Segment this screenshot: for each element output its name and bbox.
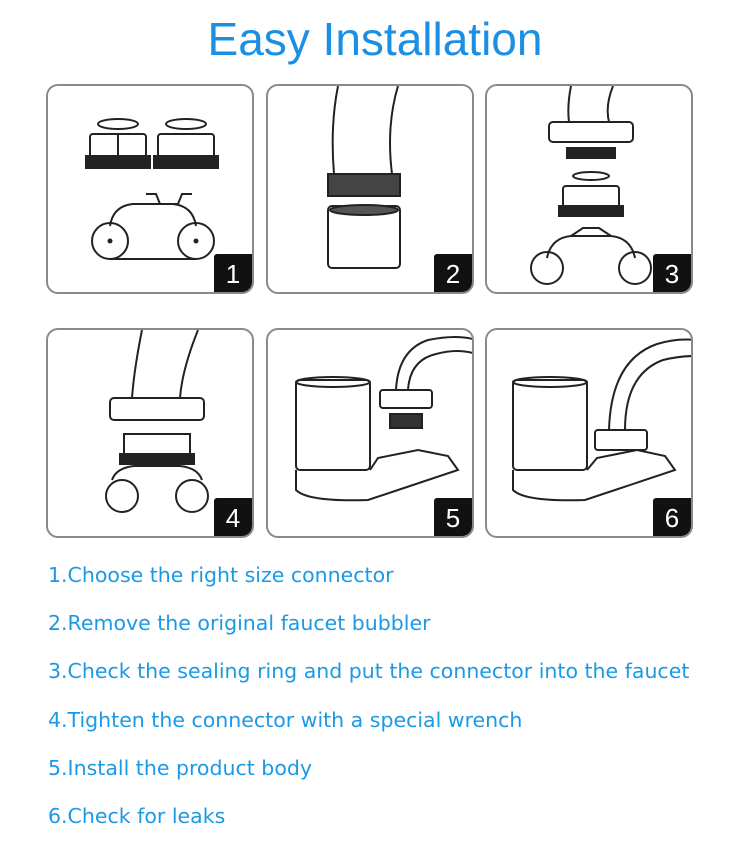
step-text: 1.Choose the right size connector (48, 563, 394, 587)
check-leaks-icon (512, 338, 691, 502)
step-5-illustration: 5 (266, 328, 474, 538)
step-text: 2.Remove the original faucet bubbler (48, 611, 431, 636)
step-number-badge: 3 (653, 254, 691, 292)
step-text: 6.Check for leaks (48, 803, 226, 828)
installation-steps-list: 1.Choose the right size connector 2.Remo… (48, 558, 689, 847)
page-title: Easy Installation (207, 13, 543, 65)
tighten-connector-icon (105, 330, 209, 513)
step-number-badge: 5 (434, 498, 472, 536)
install-body-icon (295, 336, 472, 502)
step-text: 5.Install the product body (48, 755, 313, 780)
step-number-badge: 4 (214, 498, 252, 536)
step-3-illustration: 3 (485, 84, 693, 294)
step-text: 3.Check the sealing ring and put the con… (48, 659, 690, 684)
sealing-ring-icon (530, 86, 652, 285)
step-1-illustration: 1 (46, 84, 254, 294)
step-4-illustration: 4 (46, 328, 254, 538)
step-6-illustration: 6 (485, 328, 693, 538)
step-text: 4.Tighten the connector with a special w… (48, 707, 523, 732)
step-number-badge: 1 (214, 254, 252, 292)
step-number-badge: 6 (653, 498, 691, 536)
faucet-bubbler-icon (327, 86, 401, 269)
connectors-icon (85, 118, 219, 260)
step-2-illustration: 2 (266, 84, 474, 294)
step-number-badge: 2 (434, 254, 472, 292)
